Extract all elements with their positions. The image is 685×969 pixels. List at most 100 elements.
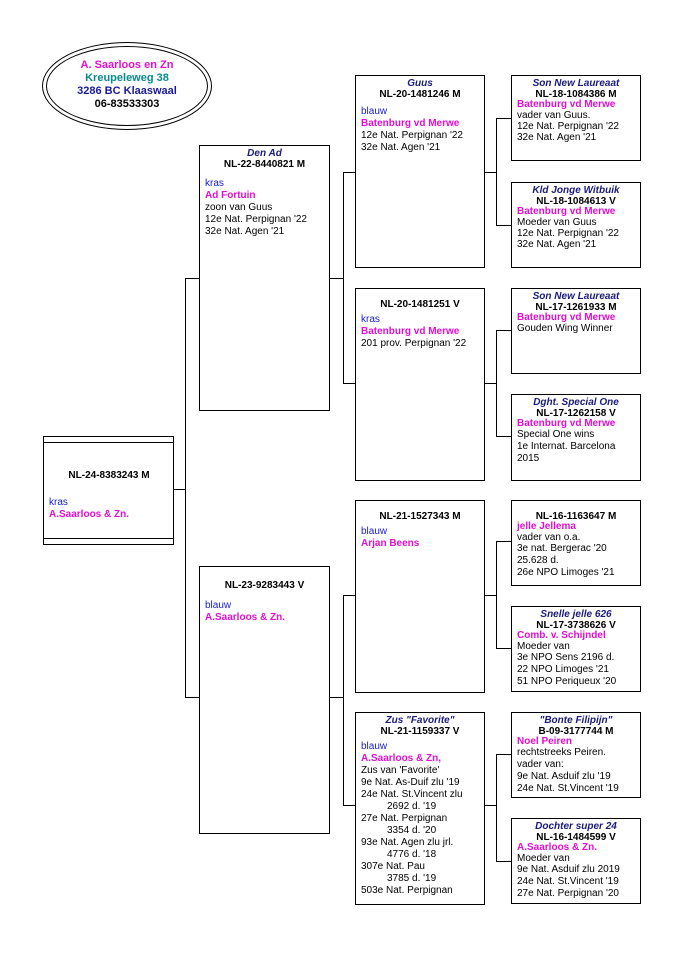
connector (185, 278, 199, 279)
sire-name: Den Ad (247, 148, 282, 159)
dam-dam-breeder: A.Saarloos & Zn, (361, 753, 442, 764)
sire-sire-ring: NL-20-1481246 M (379, 89, 461, 100)
sire-ring: NL-22-8440821 M (223, 159, 306, 170)
dss-box[interactable]: NL-16-1163647 M jelle Jellema vader van … (511, 500, 641, 586)
connector (343, 172, 344, 384)
dsd-breeder: Comb. v. Schijndel (517, 630, 606, 641)
dam-dam-ring: NL-21-1159337 V (380, 726, 460, 737)
connector (496, 118, 511, 119)
dds-name: "Bonte Filipijn" (539, 715, 613, 726)
dam-breeder: A.Saarloos & Zn. (205, 612, 286, 623)
dam-sire-ring: NL-21-1527343 M (379, 511, 461, 522)
connector (329, 697, 343, 698)
sire-sire-info-line: 12e Nat. Perpignan '22 (361, 130, 463, 141)
connector (496, 541, 511, 542)
dam-sire-breeder: Arjan Beens (361, 538, 420, 549)
sdd-ring: NL-17-1262158 V (536, 408, 616, 419)
ssd-info-line: Moeder van Guus (517, 217, 597, 228)
ddd-info-line: 9e Nat. Asduif zlu 2019 (517, 864, 620, 875)
owner-city: 3286 BC Klaaswaal (77, 85, 177, 97)
sss-box[interactable]: Son New Laureaat NL-18-1084386 M Batenbu… (511, 75, 641, 161)
sire-dam-box[interactable]: NL-20-1481251 V kras Batenburg vd Merwe … (355, 288, 485, 481)
sds-box[interactable]: Son New Laureaat NL-17-1261933 M Batenbu… (511, 288, 641, 374)
ssd-info-line: 32e Nat. Agen '21 (517, 239, 597, 250)
ssd-info-line: 12e Nat. Perpignan '22 (517, 228, 619, 239)
ssd-name: Kld Jonge Witbuik (532, 185, 620, 196)
connector (173, 489, 185, 490)
connector (343, 595, 344, 806)
connector (329, 278, 343, 279)
sire-dam-info-line: 201 prov. Perpignan '22 (361, 338, 467, 349)
dds-box[interactable]: "Bonte Filipijn" B-09-3177744 M Noel Pei… (511, 712, 641, 798)
sire-sire-info-line: 32e Nat. Agen '21 (361, 142, 441, 153)
dsd-info-line: 3e NPO Sens 2196 d. (517, 652, 615, 663)
owner-info: A. Saarloos en Zn Kreupeleweg 38 3286 BC… (46, 59, 208, 111)
connector (496, 648, 511, 649)
dam-box[interactable]: NL-23-9283443 V blauw A.Saarloos & Zn. (199, 566, 330, 834)
dds-info-line: 24e Nat. St.Vincent '19 (517, 783, 619, 794)
dam-sire-box[interactable]: NL-21-1527343 M blauw Arjan Beens (355, 500, 485, 693)
dsd-ring: NL-17-3738626 V (536, 620, 616, 631)
dss-info-line: 25.628 d. (517, 555, 559, 566)
dsd-box[interactable]: Snelle jelle 626 NL-17-3738626 V Comb. v… (511, 606, 641, 692)
dam-dam-box[interactable]: Zus "Favorite" NL-21-1159337 V blauw A.S… (355, 712, 485, 905)
sds-name: Son New Laureaat (532, 291, 620, 302)
connector (484, 172, 496, 173)
ssd-box[interactable]: Kld Jonge Witbuik NL-18-1084613 V Batenb… (511, 182, 641, 268)
sss-info-line: 32e Nat. Agen '21 (517, 132, 597, 143)
dam-dam-info-line: 3785 d. '19 (387, 873, 437, 884)
sds-breeder: Batenburg vd Merwe (517, 312, 616, 323)
connector (496, 225, 511, 226)
connector (185, 697, 199, 698)
dam-dam-info-line: 27e Nat. Perpignan (361, 813, 448, 824)
dss-ring: NL-16-1163647 M (535, 511, 617, 522)
ssd-ring: NL-18-1084613 V (536, 196, 616, 207)
dam-dam-info-line: 2692 d. '19 (387, 801, 437, 812)
sire-dam-breeder: Batenburg vd Merwe (361, 326, 460, 337)
dam-color: blauw (205, 600, 232, 611)
sire-box[interactable]: Den Ad NL-22-8440821 M kras Ad Fortuin z… (199, 145, 330, 411)
dsd-info-line: 22 NPO Limoges '21 (517, 664, 609, 675)
sire-dam-color: kras (361, 314, 380, 325)
connector (484, 805, 496, 806)
connector (496, 541, 497, 649)
ddd-info-line: 24e Nat. St.Vincent '19 (517, 876, 619, 887)
connector (496, 330, 497, 437)
dam-dam-info-line: 93e Nat. Agen zlu jrl. (361, 837, 454, 848)
sds-info-line: Gouden Wing Winner (517, 323, 613, 334)
sss-info-line: 12e Nat. Perpignan '22 (517, 121, 619, 132)
sire-info-line: zoon van Guus (205, 202, 273, 213)
dss-breeder: jelle Jellema (517, 521, 576, 532)
sire-sire-box[interactable]: Guus NL-20-1481246 M blauw Batenburg vd … (355, 75, 485, 268)
connector (185, 278, 186, 698)
sire-sire-name: Guus (407, 78, 433, 89)
dsd-info-line: Moeder van (517, 641, 570, 652)
dsd-info-line: 51 NPO Periqueux '20 (517, 676, 617, 687)
sdd-box[interactable]: Dght. Special One NL-17-1262158 V Batenb… (511, 394, 641, 481)
ddd-info-line: 27e Nat. Perpignan '20 (517, 888, 619, 899)
sire-sire-color: blauw (361, 106, 388, 117)
dds-info-line: 9e Nat. Asduif zlu '19 (517, 771, 611, 782)
dds-ring: B-09-3177744 M (538, 726, 614, 737)
owner-name: A. Saarloos en Zn (80, 59, 174, 71)
sdd-name: Dght. Special One (533, 397, 619, 408)
dam-dam-info-line: 3354 d. '20 (387, 825, 437, 836)
subject-breeder: A.Saarloos & Zn. (49, 509, 130, 520)
dsd-name: Snelle jelle 626 (540, 609, 612, 620)
sire-dam-ring: NL-20-1481251 V (380, 299, 460, 310)
connector (496, 436, 511, 437)
dds-info-line: vader van: (517, 759, 564, 770)
connector (496, 754, 497, 862)
sire-sire-breeder: Batenburg vd Merwe (361, 118, 460, 129)
dds-breeder: Noel Peiren (517, 736, 573, 747)
ddd-info-line: Moeder van (517, 853, 570, 864)
connector (496, 330, 511, 331)
connector (496, 118, 497, 226)
dam-dam-info-line: 9e Nat. As-Duif zlu '19 (361, 777, 460, 788)
dam-dam-name: Zus "Favorite" (385, 715, 455, 726)
connector (496, 754, 511, 755)
subject-box[interactable]: NL-24-8383243 M kras A.Saarloos & Zn. (43, 436, 174, 545)
ddd-box[interactable]: Dochter super 24 NL-16-1484599 V A.Saarl… (511, 818, 641, 904)
subject-color: kras (49, 497, 68, 508)
owner-street: Kreupeleweg 38 (85, 72, 169, 84)
